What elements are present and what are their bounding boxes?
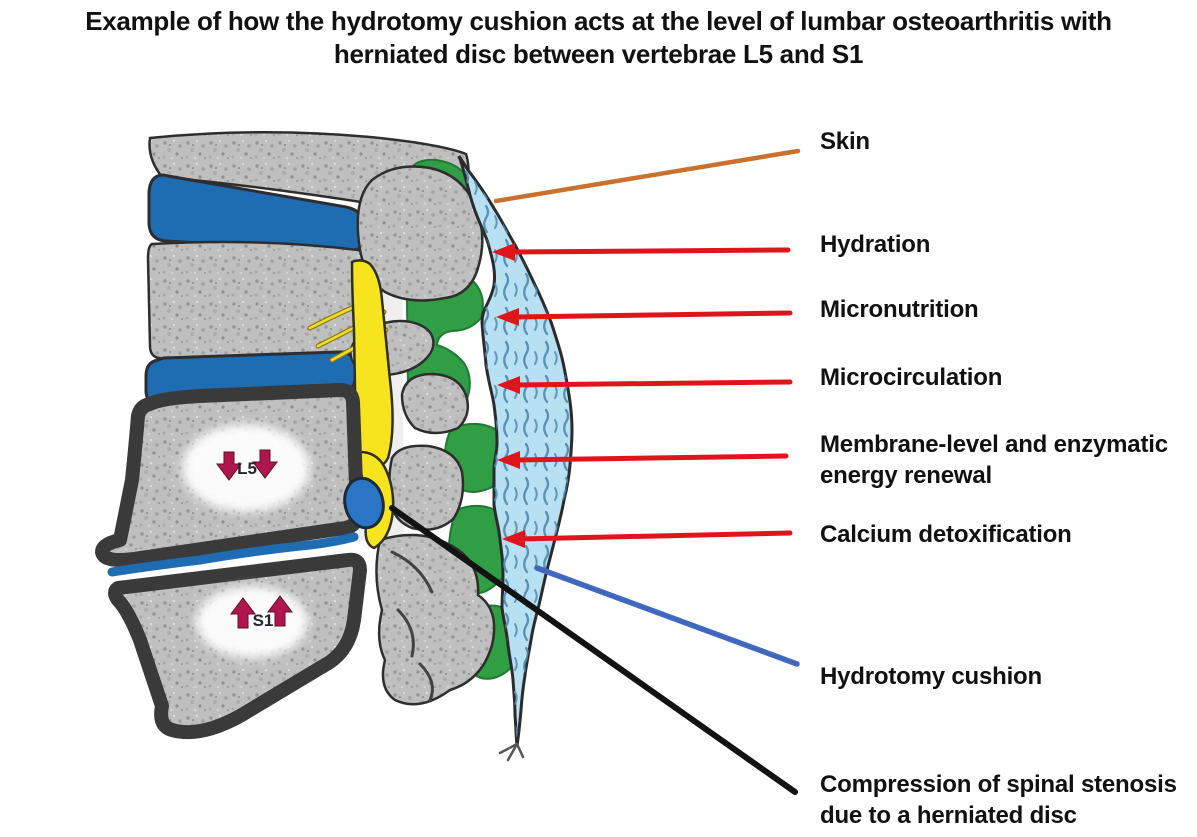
l5-vertebra: L5 xyxy=(95,383,365,567)
l5-label: L5 xyxy=(237,459,257,478)
microcirculation-arrowhead xyxy=(497,376,520,394)
cushion-water-texture xyxy=(459,156,572,746)
ligamentum-flavum-upper xyxy=(350,259,394,469)
microcirculation-arrow-line xyxy=(512,379,793,388)
s1-up-arrow-left xyxy=(230,597,256,629)
label-compression-line2: due to a herniated disc xyxy=(820,802,1077,829)
nerve-yellow xyxy=(307,259,395,550)
compression-leader-line xyxy=(389,505,798,795)
label-hydration: Hydration xyxy=(820,231,931,258)
label-compression: Compression of spinal stenosis due to a … xyxy=(820,769,1177,831)
label-skin: Skin xyxy=(820,128,870,155)
hydration-arrowhead xyxy=(492,243,515,261)
skin-leader-line xyxy=(493,148,801,204)
label-calcium-detox: Calcium detoxification xyxy=(820,521,1072,548)
facet-mid xyxy=(400,372,469,435)
label-membrane-energy-line2: energy renewal xyxy=(820,462,992,489)
label-membrane-energy: Membrane-level and enzymatic energy rene… xyxy=(820,429,1168,491)
l5-down-arrow-left xyxy=(216,451,242,481)
cushion-root-sketch xyxy=(498,742,525,762)
s1-label: S1 xyxy=(253,611,274,630)
cushion-leader-line xyxy=(534,565,800,667)
pedicle-facet-upper xyxy=(356,165,484,302)
herniated-disc-bulge xyxy=(343,476,385,530)
label-micronutrition: Micronutrition xyxy=(820,296,979,323)
micronutrition-arrowhead xyxy=(496,308,519,326)
l5-white-halo xyxy=(182,424,310,512)
calcium-arrow-line xyxy=(517,530,793,542)
l5-down-arrow-right xyxy=(252,449,278,479)
page-title-line2: herniated disc between vertebrae L5 and … xyxy=(333,39,864,69)
label-membrane-energy-line1: Membrane-level and enzymatic xyxy=(820,431,1168,458)
membrane-arrow-line xyxy=(512,453,789,463)
hydration-arrow-line xyxy=(507,247,791,255)
page-title-line1: Example of how the hydrotomy cushion act… xyxy=(85,6,1112,36)
posterior-elements xyxy=(349,165,496,706)
calcium-arrowhead xyxy=(502,530,525,548)
s1-vertebra: S1 xyxy=(108,552,367,740)
sacrum-sketch-lines xyxy=(390,550,434,702)
label-compression-line1: Compression of spinal stenosis xyxy=(820,771,1177,798)
label-hydrotomy-cushion: Hydrotomy cushion xyxy=(820,663,1042,690)
micronutrition-arrow-line xyxy=(511,310,793,320)
page-title: Example of how the hydrotomy cushion act… xyxy=(0,5,1197,71)
s1-up-arrow-right xyxy=(267,595,293,627)
label-microcirculation: Microcirculation xyxy=(820,364,1003,391)
sacral-posterior xyxy=(375,533,496,706)
l5-compression-arrows xyxy=(216,449,278,481)
hydrotomy-cushion xyxy=(457,155,574,762)
s1-pressure-arrows xyxy=(230,595,293,629)
membrane-arrowhead xyxy=(497,451,520,469)
disc-l5-s1-compressed xyxy=(107,532,359,577)
leader-lines xyxy=(389,148,801,795)
